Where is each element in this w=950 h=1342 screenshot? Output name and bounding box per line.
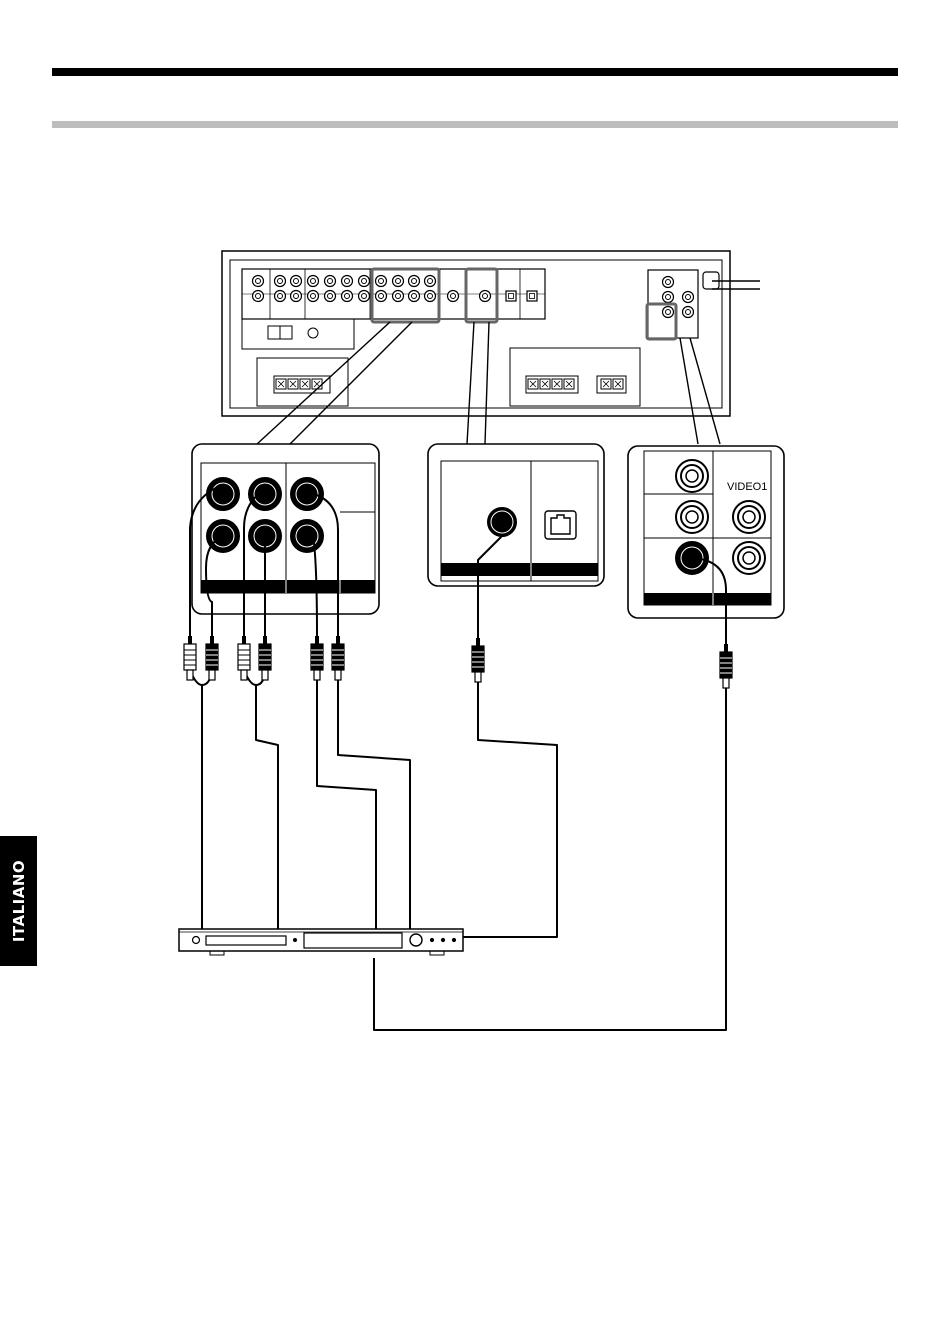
receiver-rear-panel: [222, 251, 760, 416]
video1-label: VIDEO1: [727, 481, 767, 493]
rca-jack: [409, 291, 420, 302]
rca-plug: [184, 636, 196, 680]
rca-jack: [425, 291, 436, 302]
rca-jack: [663, 277, 674, 288]
rca-jack: [683, 307, 694, 318]
rca-jack: [275, 276, 286, 287]
rca-jack: [663, 307, 674, 318]
header-rule-black: [52, 68, 898, 76]
rca-jack: [683, 292, 694, 303]
rca-plugs: [184, 636, 732, 688]
rca-jack: [733, 501, 765, 533]
rca-jack: [676, 501, 708, 533]
rca-jack: [291, 291, 302, 302]
rca-jack: [249, 478, 281, 510]
rca-plug: [332, 636, 344, 680]
rca-jack: [325, 291, 336, 302]
rca-jack: [448, 291, 459, 302]
coaxial-jack: [488, 508, 516, 536]
optical-port-icon: [545, 511, 576, 539]
rca-plug: [311, 636, 323, 680]
rca-jack: [663, 292, 674, 303]
rca-jack: [308, 276, 319, 287]
zoom-panel-digital: [428, 444, 604, 586]
rca-jack: [291, 520, 323, 552]
rca-jack: [409, 276, 420, 287]
rca-jack: [359, 291, 370, 302]
rca-plug: [206, 636, 218, 680]
rca-jack: [291, 478, 323, 510]
rca-jack: [376, 276, 387, 287]
rca-jack: [342, 291, 353, 302]
rca-plug: [238, 636, 250, 680]
header-rule-gray: [52, 121, 898, 128]
dvd-player: [179, 929, 463, 955]
rca-jack: [253, 291, 264, 302]
rca-jack: [342, 276, 353, 287]
rca-plug: [472, 638, 484, 682]
rca-jack: [393, 276, 404, 287]
rca-jack: [291, 276, 302, 287]
rca-jack: [376, 291, 387, 302]
rca-jack: [676, 460, 708, 492]
rca-jack: [308, 291, 319, 302]
rca-plug: [259, 636, 271, 680]
rca-plug: [720, 644, 732, 688]
rca-jack: [480, 291, 491, 302]
rca-jack: [207, 478, 239, 510]
rca-jack: [275, 291, 286, 302]
rca-jack: [359, 276, 370, 287]
rca-jack: [425, 276, 436, 287]
rca-jack: [253, 276, 264, 287]
rca-jack: [325, 276, 336, 287]
rca-jack: [393, 291, 404, 302]
rca-jack: [733, 542, 765, 574]
